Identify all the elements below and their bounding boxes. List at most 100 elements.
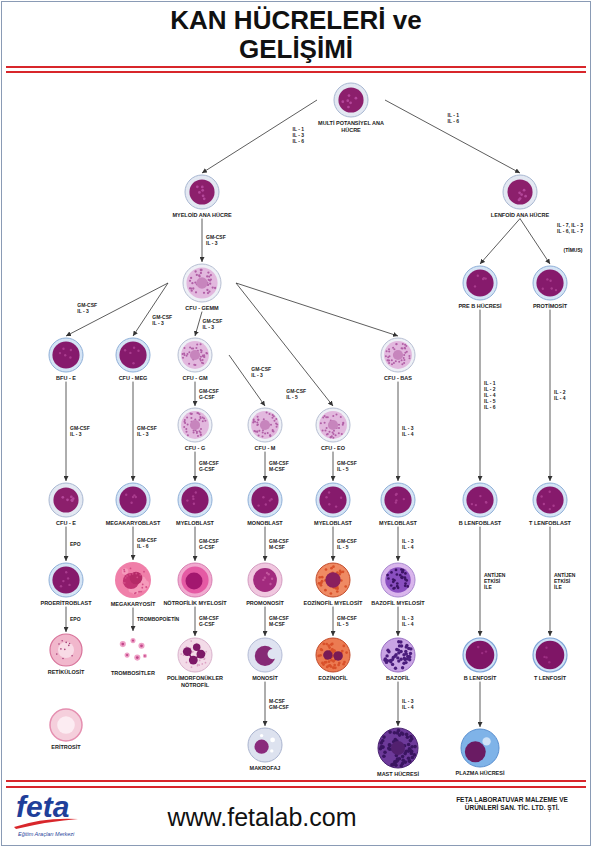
connector-arrow	[398, 607, 399, 636]
connector-arrow	[195, 382, 196, 406]
connector-arrow	[195, 607, 196, 636]
cell-drawing	[461, 264, 499, 302]
web-address: www.fetalab.com	[168, 802, 357, 832]
cytokine-label: GM-CSF IL - 5	[336, 460, 360, 472]
connector-arrow	[480, 682, 481, 727]
cell-node: CFU - GEMM	[168, 262, 236, 312]
cell-label: BAZOFİL	[364, 675, 432, 682]
connector-arrow	[133, 527, 134, 560]
connector-arrow	[550, 310, 551, 481]
cell-node: MONOSİT	[231, 636, 299, 682]
cell-drawing	[114, 336, 152, 374]
cell-drawing	[531, 481, 569, 519]
cell-label: EOZİNOFİL	[299, 675, 367, 682]
cytokine-label: IL - 2 IL - 4	[553, 389, 570, 401]
cell-label: MEGAKARYOBLAST	[99, 520, 167, 527]
cell-drawing	[47, 481, 85, 519]
connector-arrow	[398, 382, 399, 481]
cell-label: MYELOBLAST	[299, 520, 367, 527]
connector-arrow	[265, 607, 266, 636]
cell-node: B LENFOSİT	[446, 636, 514, 682]
connector-arrow	[398, 682, 399, 726]
cell-label: LENFOİD ANA HÜCRE	[486, 212, 554, 219]
cell-drawing	[531, 264, 569, 302]
cell-label: PROTİMOSİT	[516, 303, 584, 310]
cytokine-label: GM-CSF IL - 3	[202, 318, 226, 330]
cell-drawing	[246, 406, 284, 444]
connector-arrow	[333, 452, 334, 481]
cell-drawing	[176, 406, 214, 444]
cell-node: MAST HÜCRESİ	[364, 726, 432, 778]
cell-drawing	[47, 561, 85, 599]
cytokine-label: ANTİJEN ETKİSİ İLE	[483, 572, 508, 590]
cell-node: PRE B HÜCRESİ	[446, 264, 514, 310]
connector-arrow	[398, 527, 399, 561]
cytokine-label: TROMBOPOİETİN	[136, 616, 180, 622]
cell-label: PRE B HÜCRESİ	[446, 303, 514, 310]
cell-drawing	[459, 727, 501, 769]
logo-text: feta	[16, 790, 69, 824]
cell-label: POLİMORFONÜKLER NÖTROFİL	[161, 675, 229, 688]
cell-node: T LENFOSİT	[516, 636, 584, 682]
connector-arrow	[550, 527, 551, 636]
cell-node: BAZOFİL	[364, 636, 432, 682]
cell-drawing	[332, 81, 370, 119]
cell-label: CFU - BAS	[364, 375, 432, 382]
cell-node: CFU - MEG	[99, 336, 167, 382]
cytokine-label: ANTİJEN ETKİSİ İLE	[553, 572, 578, 590]
red-rule	[6, 71, 586, 73]
company-name: FETA LABORATUVAR MALZEME VE ÜRÜNLERİ SAN…	[443, 796, 581, 812]
cell-label: BFU - E	[32, 375, 100, 382]
cell-node: PROMONOSİT	[231, 561, 299, 607]
cell-label: B LENFOBLAST	[446, 520, 514, 527]
cell-label: PLAZMA HÜCRESİ	[446, 770, 514, 777]
cell-drawing	[48, 707, 84, 743]
cytokine-label: M-CSF GM-CSF	[268, 698, 292, 710]
cytokine-label: IL - 3 IL - 4	[401, 615, 418, 627]
cell-drawing	[183, 173, 221, 211]
cytokine-label: IL - 7, IL - 3 IL - 6, IL - 7	[556, 222, 586, 234]
cell-label: TROMBOSİTLER	[99, 670, 167, 677]
cell-label: CFU - GEMM	[168, 305, 236, 312]
cell-node: BAZOFİL MYELOSİT	[364, 561, 432, 607]
cell-node: POLİMORFONÜKLER NÖTROFİL	[161, 636, 229, 688]
cytokine-label: GM-CSF IL - 5	[285, 388, 309, 400]
connector-arrow	[133, 283, 168, 336]
cytokine-label: EPO	[69, 541, 82, 547]
connector-arrow	[133, 382, 134, 481]
connector-arrow	[236, 283, 398, 336]
cell-drawing	[246, 481, 284, 519]
cell-node: B LENFOBLAST	[446, 481, 514, 527]
cell-node: BFU - E	[32, 336, 100, 382]
connector-arrow	[229, 355, 265, 406]
cytokine-label: GM-CSF IL - 5	[336, 615, 360, 627]
connector-arrow	[265, 452, 266, 481]
cell-label: BAZOFİL MYELOSİT	[364, 600, 432, 607]
cell-drawing	[461, 481, 499, 519]
cell-node: PROTİMOSİT	[516, 264, 584, 310]
cytokine-label: IL - 1 IL - 2 IL - 4 IL - 5 IL - 6	[483, 380, 500, 410]
cell-drawing	[113, 560, 153, 600]
cell-drawing	[379, 481, 417, 519]
cell-label: CFU - GM	[161, 375, 229, 382]
cell-node: EOZİNOFİL	[299, 636, 367, 682]
cell-node: MONOBLAST	[231, 481, 299, 527]
cell-node: CFU - G	[161, 406, 229, 452]
cytokine-label: IL - 3 IL - 4	[401, 698, 418, 710]
cell-node: PROERİTROBLAST	[32, 561, 100, 607]
cell-drawing	[176, 636, 214, 674]
cytokine-label: GM-CSF IL - 5	[336, 538, 360, 550]
cytokine-label: GM-CSF IL - 3	[250, 366, 274, 378]
cell-label: CFU - M	[231, 445, 299, 452]
cell-label: T LENFOBLAST	[516, 520, 584, 527]
cell-label: MULTİ POTANSİYEL ANA HÜCRE	[317, 120, 385, 133]
place-note: (TİMUS)	[564, 247, 583, 253]
cell-node: RETİKÜLOSİT	[32, 632, 100, 676]
cell-node: T LENFOBLAST	[516, 481, 584, 527]
cell-node: CFU - EO	[299, 406, 367, 452]
cell-node: CFU - GM	[161, 336, 229, 382]
cell-drawing	[314, 406, 352, 444]
cell-node: MULTİ POTANSİYEL ANA HÜCRE	[317, 81, 385, 133]
connector-arrow	[202, 219, 203, 262]
